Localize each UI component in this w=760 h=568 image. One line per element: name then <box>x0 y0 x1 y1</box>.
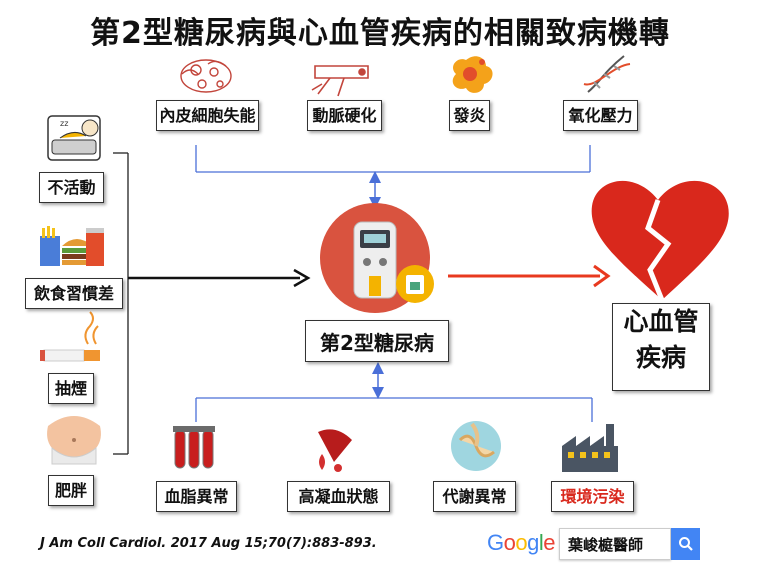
factory-icon <box>562 424 618 472</box>
sleeping-couch-icon: zz <box>47 115 101 161</box>
endothelial-cells-icon <box>180 59 232 93</box>
risk-box-poor-diet: 飲食習慣差 <box>25 278 123 309</box>
risk-box-smoking: 抽煙 <box>48 373 94 404</box>
top-box-oxidative-stress: 氧化壓力 <box>563 100 638 131</box>
red-arrow <box>448 264 611 288</box>
glucose-meter-icon <box>320 203 434 313</box>
svg-text:zz: zz <box>60 119 68 128</box>
cigarette-icon <box>40 311 100 362</box>
bottom-box-metabolic-abnormality: 代謝異常 <box>433 481 516 512</box>
risk-box-inactivity: 不活動 <box>39 172 104 203</box>
citation: J Am Coll Cardiol. 2017 Aug 15;70(7):883… <box>40 536 377 551</box>
artery-icon <box>311 65 369 97</box>
top-bracket-connector <box>195 145 591 173</box>
top-box-endothelial: 內皮細胞失能 <box>156 100 259 131</box>
google-logo: Google <box>487 530 556 555</box>
bottom-box-environmental-pollution: 環境污染 <box>551 481 634 512</box>
search-icon <box>678 537 693 551</box>
inflammation-icon <box>452 56 493 93</box>
blood-tubes-icon <box>173 426 215 469</box>
blood-drops-icon <box>318 429 352 472</box>
search-input[interactable]: 葉峻榳醫師 <box>559 528 671 560</box>
broken-heart-icon <box>591 180 729 301</box>
outcome-line-1: 心血管 <box>623 307 699 336</box>
fast-food-icon <box>40 226 104 266</box>
metabolism-icon <box>451 421 501 471</box>
top-box-inflammation: 發炎 <box>449 100 490 131</box>
dna-icon <box>583 55 631 93</box>
bottom-box-dyslipidemia: 血脂異常 <box>156 481 237 512</box>
outcome-line-2: 疾病 <box>635 343 686 373</box>
center-box-type2-diabetes: 第2型糖尿病 <box>305 320 449 362</box>
page-title: 第2型糖尿病與心血管疾病的相關致病機轉 <box>90 16 670 51</box>
risk-box-obesity: 肥胖 <box>48 475 94 506</box>
top-box-arteriosclerosis: 動脈硬化 <box>307 100 382 131</box>
obese-belly-icon <box>47 416 101 465</box>
search-button[interactable] <box>671 528 700 560</box>
bottom-bracket-connector <box>195 397 593 422</box>
bottom-box-hypercoagulation: 高凝血狀態 <box>287 481 390 512</box>
outcome-box-cvd: 心血管 疾病 <box>612 303 710 391</box>
black-arrow <box>128 268 311 288</box>
left-bracket-connector <box>113 152 129 455</box>
